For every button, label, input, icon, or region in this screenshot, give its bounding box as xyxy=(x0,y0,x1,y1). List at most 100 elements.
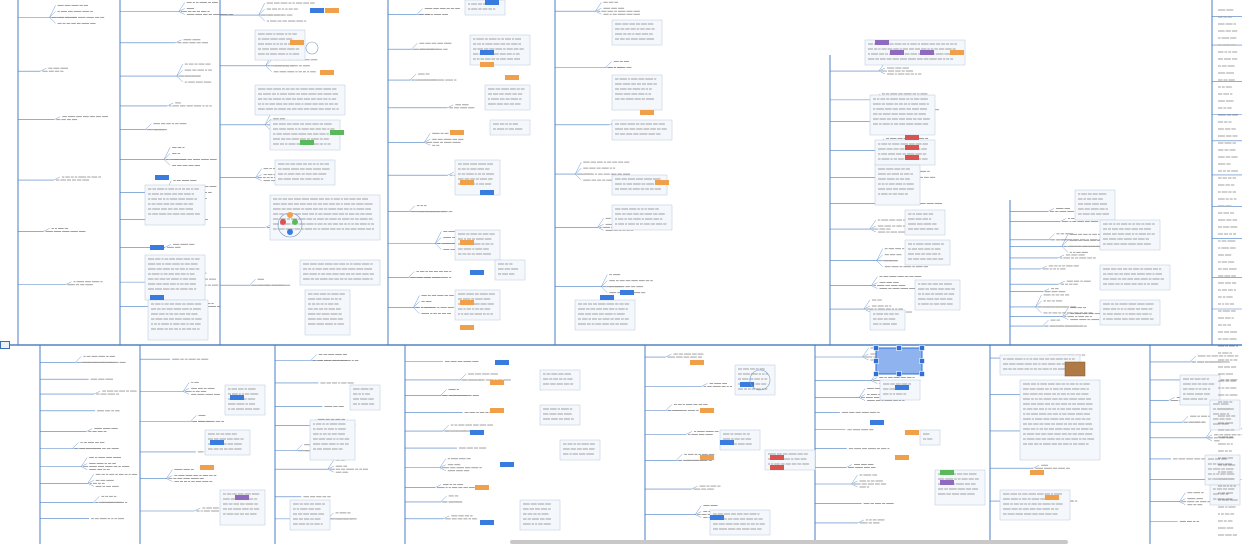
leaf-connector xyxy=(878,70,886,75)
tag-chip xyxy=(940,480,954,485)
leaf-connector xyxy=(81,466,88,470)
leaf-connector xyxy=(1062,307,1069,317)
image-card xyxy=(269,119,341,151)
diagram-dot xyxy=(280,219,286,225)
leaf-connector xyxy=(871,285,878,289)
leaf-connector xyxy=(863,308,871,313)
image-card xyxy=(874,164,921,206)
leaf-connector xyxy=(194,507,201,512)
tag-chip xyxy=(500,462,514,467)
leaf-connector xyxy=(869,225,876,230)
leaf-connector xyxy=(434,484,442,488)
diagram-dot xyxy=(287,212,293,218)
leaf-connector xyxy=(857,519,864,524)
leaf-connector xyxy=(80,457,88,467)
leaf-connector xyxy=(595,2,602,12)
tag-chip xyxy=(290,40,304,45)
leaf-connector xyxy=(601,280,608,287)
image-card xyxy=(539,369,581,391)
image-card xyxy=(489,119,531,136)
leaf-connector xyxy=(413,301,420,308)
leaf-connector xyxy=(87,474,94,484)
image-card xyxy=(304,289,351,336)
leaf-connector xyxy=(676,454,683,461)
tag-chip xyxy=(905,430,919,435)
leaf-connector xyxy=(310,354,317,361)
tag-chip xyxy=(470,430,484,435)
tag-chip xyxy=(1030,470,1044,475)
leaf-connector xyxy=(183,388,190,392)
tag-chip xyxy=(1045,495,1059,500)
leaf-connector xyxy=(1035,294,1042,308)
leaf-connector xyxy=(851,480,858,485)
diagram-circle xyxy=(305,41,319,55)
image-card xyxy=(999,489,1071,521)
image-card xyxy=(611,74,663,111)
leaf-connector xyxy=(295,444,303,451)
leaf-connector xyxy=(605,61,612,68)
leaf-connector xyxy=(685,431,693,435)
leaf-connector xyxy=(595,8,602,12)
resize-handle xyxy=(919,345,925,351)
tag-chip xyxy=(490,380,504,385)
tag-chip xyxy=(890,50,904,55)
leaf-connector xyxy=(87,483,94,487)
root-node[interactable] xyxy=(0,341,10,349)
leaf-connector xyxy=(265,65,272,72)
resize-handle xyxy=(873,345,879,351)
image-card xyxy=(1209,399,1241,431)
leaf-connector xyxy=(87,480,94,484)
leaf-connector xyxy=(255,174,262,178)
leaf-connector xyxy=(176,75,183,83)
leaf-connector xyxy=(413,295,420,308)
leaf-connector xyxy=(695,511,702,515)
leaf-connector xyxy=(1059,218,1067,222)
leaf-connector xyxy=(1061,246,1068,253)
leaf-connector xyxy=(53,176,60,181)
tag-chip xyxy=(655,180,669,185)
tag-chip xyxy=(770,465,784,470)
leaf-connector xyxy=(81,463,88,467)
leaf-connector xyxy=(75,356,82,363)
leaf-connector xyxy=(408,205,415,212)
leaf-connector xyxy=(167,102,174,107)
book-thumbnail xyxy=(1064,361,1086,377)
leaf-connector xyxy=(435,231,442,244)
leaf-connector xyxy=(665,404,673,411)
tag-chip xyxy=(460,300,474,305)
leaf-connector xyxy=(442,424,449,432)
tag-chip xyxy=(150,245,164,250)
leaf-connector xyxy=(1168,397,1175,401)
horizontal-scrollbar[interactable] xyxy=(510,540,1068,544)
resize-handle xyxy=(873,358,879,364)
leaf-connector xyxy=(851,474,858,485)
tag-chip xyxy=(940,470,954,475)
tag-chip xyxy=(470,270,484,275)
leaf-connector xyxy=(72,442,79,449)
diagram-dot xyxy=(292,219,298,225)
tag-chip xyxy=(640,110,654,115)
tag-chip xyxy=(480,50,494,55)
tag-chip xyxy=(460,180,474,185)
tag-chip xyxy=(300,140,314,145)
leaf-connector xyxy=(166,475,173,479)
image-card xyxy=(147,299,209,341)
image-card xyxy=(1074,189,1116,221)
leaf-connector xyxy=(183,391,190,395)
image-card xyxy=(869,309,906,331)
image-card xyxy=(454,159,501,196)
image-card xyxy=(1209,484,1241,506)
image-card xyxy=(539,404,581,426)
tag-chip xyxy=(150,295,164,300)
leaf-connector xyxy=(695,505,702,515)
image-card xyxy=(1099,219,1161,251)
tag-chip xyxy=(485,0,499,5)
leaf-connector xyxy=(166,469,173,479)
leaf-connector xyxy=(1042,288,1050,292)
tag-chip xyxy=(920,50,934,55)
leaf-connector xyxy=(164,244,172,248)
image-card xyxy=(494,259,526,281)
leaf-connector xyxy=(435,243,442,250)
